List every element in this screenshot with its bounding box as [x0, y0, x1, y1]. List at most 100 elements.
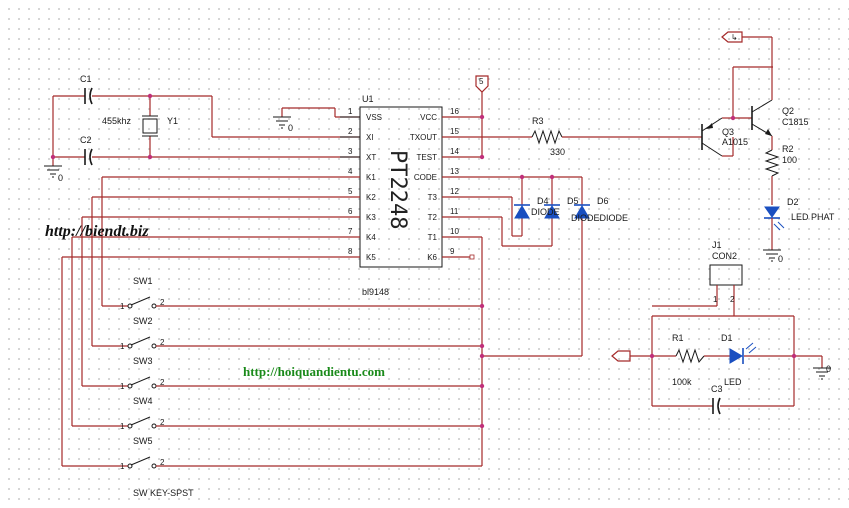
- pin-name: T3: [428, 193, 438, 202]
- chip-sub-label: bl9148: [362, 287, 389, 297]
- switch-pin-2: 2: [160, 458, 165, 467]
- switch-contact: [127, 303, 133, 309]
- pin-name: VCC: [420, 113, 437, 122]
- switch-contact: [151, 343, 157, 349]
- pin-name: XT: [366, 153, 376, 162]
- transistor-q2: [733, 36, 773, 150]
- pin-number: 16: [450, 107, 459, 116]
- capacitor-c3: [712, 397, 721, 415]
- pin-name: TXOUT: [410, 133, 437, 142]
- capacitor-c1: [84, 87, 93, 105]
- pin-number: 12: [450, 187, 459, 196]
- pin-number: 14: [450, 147, 459, 156]
- r3-label: R3: [532, 116, 544, 126]
- pin-number: 9: [450, 247, 455, 256]
- pin-name: K2: [366, 193, 376, 202]
- pin-number: 4: [348, 167, 353, 176]
- pin-name: K1: [366, 173, 376, 182]
- ground-label-d2: 0: [778, 254, 783, 264]
- diode-d5: [544, 204, 560, 219]
- j1-label: J1: [712, 240, 722, 250]
- switch-type-label: SW KEY-SPST: [133, 488, 194, 498]
- switch-label: SW2: [133, 316, 153, 326]
- j1-type: CON2: [712, 251, 737, 261]
- pin-number: 6: [348, 207, 353, 216]
- d4-type: DIODE: [531, 207, 560, 217]
- pin-name: K5: [366, 253, 376, 262]
- d1-label: D1: [721, 333, 733, 343]
- ground-symbol-right: [813, 367, 831, 380]
- pin-number: 8: [348, 247, 353, 256]
- u1-label: U1: [362, 94, 374, 104]
- switch-contact: [151, 423, 157, 429]
- y1-label: Y1: [167, 116, 178, 126]
- led-circuit-wiring: [630, 316, 823, 407]
- pin-name: T1: [428, 233, 438, 242]
- led-d2: [764, 206, 785, 250]
- switch-pin-1: 1: [120, 342, 125, 351]
- ground-symbol-vss: [273, 116, 291, 129]
- svg-text:↳: ↳: [731, 33, 738, 42]
- resistor-r2: [764, 149, 780, 205]
- ground-symbol-left: [44, 165, 62, 178]
- pin-number: 13: [450, 167, 459, 176]
- pin-number: 10: [450, 227, 459, 236]
- switch-pin-1: 1: [120, 422, 125, 431]
- switch-contact: [151, 383, 157, 389]
- c2-label: C2: [80, 135, 92, 145]
- switch-blade: [130, 336, 151, 346]
- switch-blade: [130, 376, 151, 386]
- website-biendt[interactable]: http://biendt.biz: [45, 223, 149, 240]
- switch-label: SW4: [133, 396, 153, 406]
- pin-name: K3: [366, 213, 376, 222]
- j1-pin1: 1: [713, 295, 718, 304]
- pin-number: 1: [348, 107, 353, 116]
- switch-contact: [127, 343, 133, 349]
- q2-type: C1815: [782, 117, 809, 127]
- d2-label: D2: [787, 197, 799, 207]
- crystal-y1: [142, 115, 158, 137]
- r3-value: 330: [550, 147, 565, 157]
- d56-type: DIODEDIODE: [571, 213, 628, 223]
- switch-label: SW5: [133, 436, 153, 446]
- resistor-r1: [675, 348, 705, 364]
- connector-j1: [652, 264, 794, 317]
- website-hoiquandientu[interactable]: http://hoiquandientu.com: [243, 364, 385, 379]
- vcc-wiring: [442, 92, 483, 158]
- q3-type: A1015: [722, 137, 748, 147]
- k6-no-connect: [469, 254, 475, 260]
- input-flag-left: [611, 350, 631, 362]
- pin-name: K4: [366, 233, 376, 242]
- pin-number: 3: [348, 147, 353, 156]
- chip-name: PT2248: [385, 150, 410, 229]
- diode-d6: [574, 204, 590, 219]
- crystal-freq-label: 455khz: [102, 116, 132, 126]
- switch-label: SW3: [133, 356, 153, 366]
- d2-type: LED PHAT: [791, 212, 835, 222]
- q2-label: Q2: [782, 106, 794, 116]
- switch-blade: [130, 456, 151, 466]
- power-flag-5: [475, 75, 489, 93]
- txout-wire: [442, 129, 702, 145]
- d6-label: D6: [597, 196, 609, 206]
- ground-label-right: 0: [826, 364, 831, 374]
- pin-name: XI: [366, 133, 374, 142]
- switch-pin-1: 1: [120, 382, 125, 391]
- pin-name: T2: [428, 213, 438, 222]
- diode-d4: [514, 204, 530, 219]
- switch-pin-2: 2: [160, 378, 165, 387]
- switch-pin-2: 2: [160, 338, 165, 347]
- switch-label: SW1: [133, 276, 153, 286]
- r1-label: R1: [672, 333, 684, 343]
- pin-name: VSS: [366, 113, 382, 122]
- pin-name: CODE: [414, 173, 437, 182]
- pin-number: 15: [450, 127, 459, 136]
- diode-wiring: [442, 176, 583, 357]
- led-d1: [729, 342, 757, 364]
- power-flag-top: ↳: [721, 31, 743, 43]
- switch-pin-1: 1: [120, 302, 125, 311]
- d1-type: LED: [724, 377, 742, 387]
- ground-symbol-d2: [763, 249, 781, 262]
- pin-name: TEST: [417, 153, 438, 162]
